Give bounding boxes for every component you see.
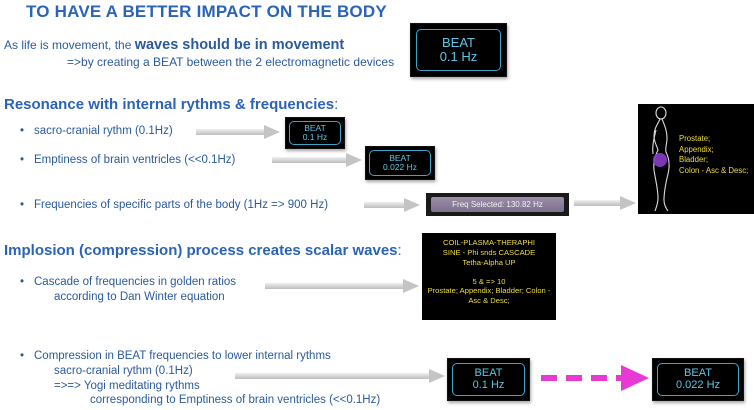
freq-selected-text: Freq Selected: 130.82 Hz (431, 197, 564, 212)
compression-line-4: corresponding to Emptiness of brain vent… (90, 394, 381, 406)
body-label: Colon - Asc & Desc; (679, 165, 749, 175)
arrow-right-icon (235, 369, 445, 383)
beat-display-main: BEAT 0.1 Hz (410, 23, 507, 77)
beat-display-compression-right: BEAT 0.022 Hz (652, 358, 744, 401)
beat-right-value: 0.022 Hz (675, 378, 721, 391)
beat-right-label: BEAT (684, 366, 712, 379)
beat-small-2-value: 0.022 Hz (382, 162, 418, 172)
coil-line: COIL-PLASMA-THERAPHI (443, 238, 535, 247)
intro-emphasis: waves should be in movement (134, 37, 345, 53)
beat-small-1-label: BEAT (304, 123, 326, 134)
resonance-heading-text: Resonance with internal rythms & frequen… (4, 96, 335, 113)
beat-small-2-label: BEAT (389, 153, 411, 164)
body-label: Prostate; (679, 134, 711, 143)
resonance-heading-colon: : (334, 96, 339, 113)
intro-line-1: As life is movement, the waves should be… (4, 36, 344, 54)
resonance-bullet-3: •Frequencies of specific parts of the bo… (20, 199, 329, 211)
coil-line: Asc & Desc; (468, 296, 510, 306)
implosion-bullet-cont: according to Dan Winter equation (54, 291, 225, 303)
human-silhouette-icon (652, 106, 670, 212)
magenta-dashed-arrow-icon (541, 365, 649, 391)
arrow-right-icon (574, 196, 636, 210)
beat-display-small-1: BEAT 0.1 Hz (285, 117, 345, 149)
coil-line (422, 268, 556, 277)
resonance-heading: Resonance with internal rythms & frequen… (4, 96, 338, 113)
arrow-right-icon (272, 153, 362, 167)
beat-display-compression-left: BEAT 0.1 Hz (447, 358, 530, 401)
coil-line: Tetha-Alpha UP (462, 257, 516, 267)
beat-left-value: 0.1 Hz (472, 378, 505, 391)
arrow-right-icon (364, 198, 420, 212)
page-title: TO HAVE A BETTER IMPACT ON THE BODY (26, 2, 387, 21)
beat-left-label: BEAT (474, 366, 503, 379)
compression-bullet: •Compression in BEAT frequencies to lowe… (20, 350, 331, 362)
body-label: Bladder; (679, 155, 709, 165)
intro-line-2: =>by creating a BEAT between the 2 elect… (67, 55, 395, 69)
compression-line-3: =>=> Yogi meditating rythms (54, 380, 200, 392)
beat-display-small-2: BEAT 0.022 Hz (365, 146, 435, 180)
beat-small-1-value: 0.1 Hz (302, 132, 328, 142)
implosion-heading-colon: : (397, 242, 402, 259)
coil-line: SINE - Phi snds CASCADE (442, 247, 536, 257)
resonance-bullet-1: •sacro-cranial rythm (0.1Hz) (20, 125, 173, 137)
arrow-right-icon (265, 279, 419, 293)
freq-selected-display: Freq Selected: 130.82 Hz (426, 193, 569, 216)
arrow-right-icon (196, 125, 280, 139)
resonance-bullet-2: •Emptiness of brain ventricles (<<0.1Hz) (20, 154, 236, 166)
body-figure-panel: Prostate; Appendix; Bladder; Colon - Asc… (638, 104, 754, 214)
coil-line: 5 & => 10 (472, 276, 506, 286)
implosion-heading: Implosion (compression) process creates … (4, 242, 402, 259)
implosion-bullet: •Cascade of frequencies in golden ratios (20, 276, 237, 288)
coil-line: Prostate; Appendix; Bladder; Colon - (427, 286, 551, 296)
intro-prefix: As life is movement, the (4, 38, 135, 52)
coil-plasma-panel: COIL-PLASMA-THERAPHI SINE - Phi snds CAS… (422, 233, 556, 320)
beat-main-label: BEAT (442, 35, 475, 51)
body-label: Appendix; (679, 144, 714, 154)
implosion-heading-text: Implosion (compression) process creates … (4, 242, 398, 259)
highlight-region (653, 153, 667, 167)
beat-main-value: 0.1 Hz (439, 49, 478, 64)
compression-line-2: sacro-cranial rythm (0.1Hz) (54, 365, 193, 377)
